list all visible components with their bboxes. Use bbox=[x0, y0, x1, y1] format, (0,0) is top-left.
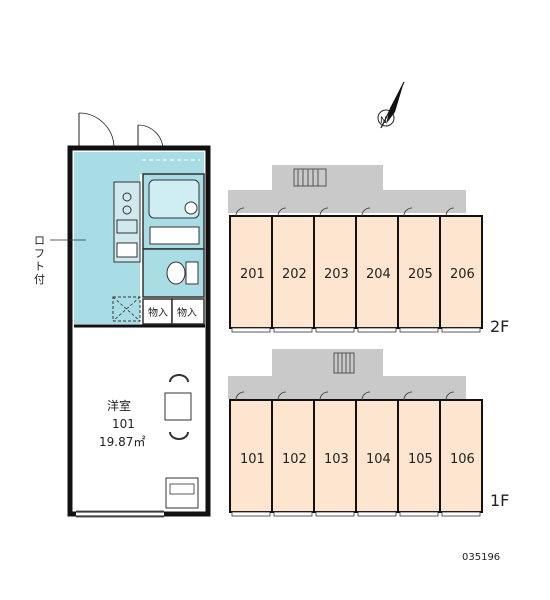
unit-label: 106 bbox=[450, 452, 475, 467]
storage-label: 物入 bbox=[148, 306, 168, 319]
unit-label: 104 bbox=[366, 452, 391, 467]
unit-label: 201 bbox=[240, 267, 265, 282]
room-name: 洋室 bbox=[107, 398, 131, 413]
floor-2f-block: 201 202 203 204 205 206 2F bbox=[228, 165, 509, 336]
floor-label: 2F bbox=[490, 317, 509, 336]
room-area: 19.87㎡ bbox=[99, 435, 145, 449]
room-number: 101 bbox=[112, 417, 135, 431]
loft-label: ロ フ ト 付 bbox=[34, 234, 86, 286]
svg-text:ト: ト bbox=[34, 260, 45, 273]
reference-code: 035196 bbox=[462, 552, 500, 563]
unit-label: 102 bbox=[282, 452, 307, 467]
unit-label: 205 bbox=[408, 267, 433, 282]
floor-1f-block: 101 102 103 104 105 106 1F bbox=[228, 349, 509, 517]
unit-label: 103 bbox=[324, 452, 349, 467]
unit-label: 206 bbox=[450, 267, 475, 282]
unit-label: 101 bbox=[240, 452, 265, 467]
floor-label: 1F bbox=[490, 491, 509, 510]
compass-north-arrow-icon: N bbox=[377, 81, 405, 129]
unit-floor-plan: 物入 物入 洋室 101 19.87㎡ bbox=[67, 112, 211, 518]
svg-text:付: 付 bbox=[34, 273, 45, 286]
unit-label: 202 bbox=[282, 267, 307, 282]
door-swing-icon bbox=[78, 112, 115, 150]
unit-label: 105 bbox=[408, 452, 433, 467]
unit-label: 204 bbox=[366, 267, 391, 282]
compass-label: N bbox=[380, 116, 387, 126]
unit-label: 203 bbox=[324, 267, 349, 282]
storage-label: 物入 bbox=[177, 306, 197, 319]
svg-text:ロ: ロ bbox=[34, 234, 45, 247]
svg-text:フ: フ bbox=[34, 247, 45, 260]
